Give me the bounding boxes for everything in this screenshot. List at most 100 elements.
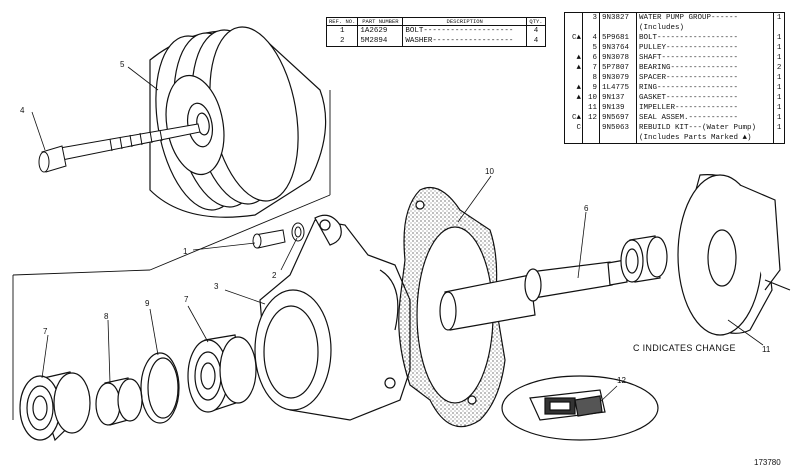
leader-lines — [31, 66, 764, 403]
callout-6: 6 — [584, 204, 589, 213]
desc-cell: GASKET---------------- — [636, 93, 775, 103]
ref-cell: 4 — [582, 33, 600, 43]
part-cell: 9N5063 — [599, 123, 637, 133]
callout-7-left: 7 — [43, 327, 48, 336]
callout-10: 10 — [485, 167, 494, 176]
part-cell: 9N5697 — [599, 113, 637, 123]
callout-1: 1 — [183, 247, 188, 256]
desc-cell: (Includes Parts Marked ▲) — [636, 133, 775, 143]
table-row: 2 5M2894 WASHER------------------ 4 — [327, 36, 545, 46]
mark-cell: ▲ — [565, 83, 583, 93]
mark-cell: C▲ — [565, 33, 583, 43]
ref-cell: 3 — [582, 13, 600, 23]
callout-7-right: 7 — [184, 295, 189, 304]
callout-11: 11 — [762, 345, 771, 354]
ref-cell: 1 — [327, 25, 359, 36]
mark-cell: C — [565, 123, 583, 133]
ref-cell — [582, 133, 600, 143]
desc-cell: BOLT-------------------- — [402, 25, 527, 36]
qty-cell: 1 — [776, 44, 782, 52]
bearing-right-part — [187, 334, 257, 413]
part-cell: 9N3079 — [599, 73, 637, 83]
callout-8: 8 — [104, 312, 109, 321]
callout-4: 4 — [20, 106, 25, 115]
callout-labels: 1 2 3 4 5 6 7 7 8 9 10 11 12 — [20, 60, 771, 385]
mark-cell — [565, 43, 583, 53]
parts-table-left: REF. NO. PART NUMBER DESCRIPTION QTY. 1 … — [326, 17, 546, 47]
ring-part — [140, 352, 180, 424]
ref-cell — [582, 123, 600, 133]
desc-cell: SPACER---------------- — [636, 73, 775, 83]
qty-cell: 1 — [776, 104, 782, 112]
col-part-number: PART NUMBER — [357, 18, 404, 26]
qty-cell: 1 — [776, 84, 782, 92]
part-cell: 9N3827 — [599, 13, 637, 23]
ref-cell: 5 — [582, 43, 600, 53]
callout-3: 3 — [214, 282, 219, 291]
col-qty: QTY. — [526, 18, 545, 26]
mark-cell: C▲ — [565, 113, 583, 123]
mark-cell — [565, 133, 583, 143]
desc-cell: SEAL ASSEM.----------- — [636, 113, 775, 123]
mark-cell — [565, 103, 583, 113]
qty-cell — [774, 23, 784, 33]
callout-9: 9 — [145, 299, 150, 308]
pump-housing-part — [254, 214, 411, 421]
qty-cell: 4 — [533, 37, 539, 45]
desc-cell: PULLEY---------------- — [636, 43, 775, 53]
qty-cell: 2 — [776, 64, 782, 72]
part-cell — [599, 23, 637, 33]
part-cell: 9N3078 — [599, 53, 637, 63]
seal-detail-inset — [501, 375, 659, 441]
ref-cell: 10 — [582, 93, 600, 103]
bearing-left-part — [19, 371, 91, 442]
part-cell: 1L4775 — [599, 83, 637, 93]
change-legend: C INDICATES CHANGE — [633, 343, 736, 353]
qty-cell: 1 — [776, 34, 782, 42]
part-cell: 5M2894 — [357, 36, 404, 46]
desc-cell: BEARING--------------- — [636, 63, 775, 73]
part-cell: 1A2629 — [357, 25, 404, 36]
ref-cell: 7 — [582, 63, 600, 73]
qty-cell: 1 — [776, 14, 782, 22]
callout-5: 5 — [120, 60, 125, 69]
mark-cell: ▲ — [565, 63, 583, 73]
qty-cell: 1 — [776, 124, 782, 132]
callout-12: 12 — [617, 376, 626, 385]
group-bracket-lines — [12, 90, 331, 420]
ref-cell — [582, 23, 600, 33]
part-cell: 9N137 — [599, 93, 637, 103]
desc-cell: RING------------------ — [636, 83, 775, 93]
col-description: DESCRIPTION — [402, 18, 527, 26]
seal-small-part — [620, 235, 668, 283]
figure-number: 173780 — [754, 458, 781, 467]
ref-cell: 9 — [582, 83, 600, 93]
pulley-part — [149, 26, 327, 218]
qty-cell: 1 — [776, 114, 782, 122]
callout-2: 2 — [272, 271, 277, 280]
mark-cell: ▲ — [565, 93, 583, 103]
desc-cell: REBUILD KIT---(Water Pump) — [636, 123, 775, 133]
desc-cell: SHAFT----------------- — [636, 53, 775, 63]
spacer-part — [95, 377, 143, 426]
desc-cell: BOLT------------------ — [636, 33, 775, 43]
qty-cell: 1 — [776, 54, 782, 62]
part-cell — [599, 133, 637, 143]
table-row: (Includes) — [565, 23, 784, 33]
mark-cell: ▲ — [565, 53, 583, 63]
mark-cell — [565, 23, 583, 33]
mark-cell — [565, 13, 583, 23]
small-bolt-washer — [252, 222, 305, 249]
desc-cell: (Includes) — [636, 23, 775, 33]
part-cell: 5P9681 — [599, 33, 637, 43]
